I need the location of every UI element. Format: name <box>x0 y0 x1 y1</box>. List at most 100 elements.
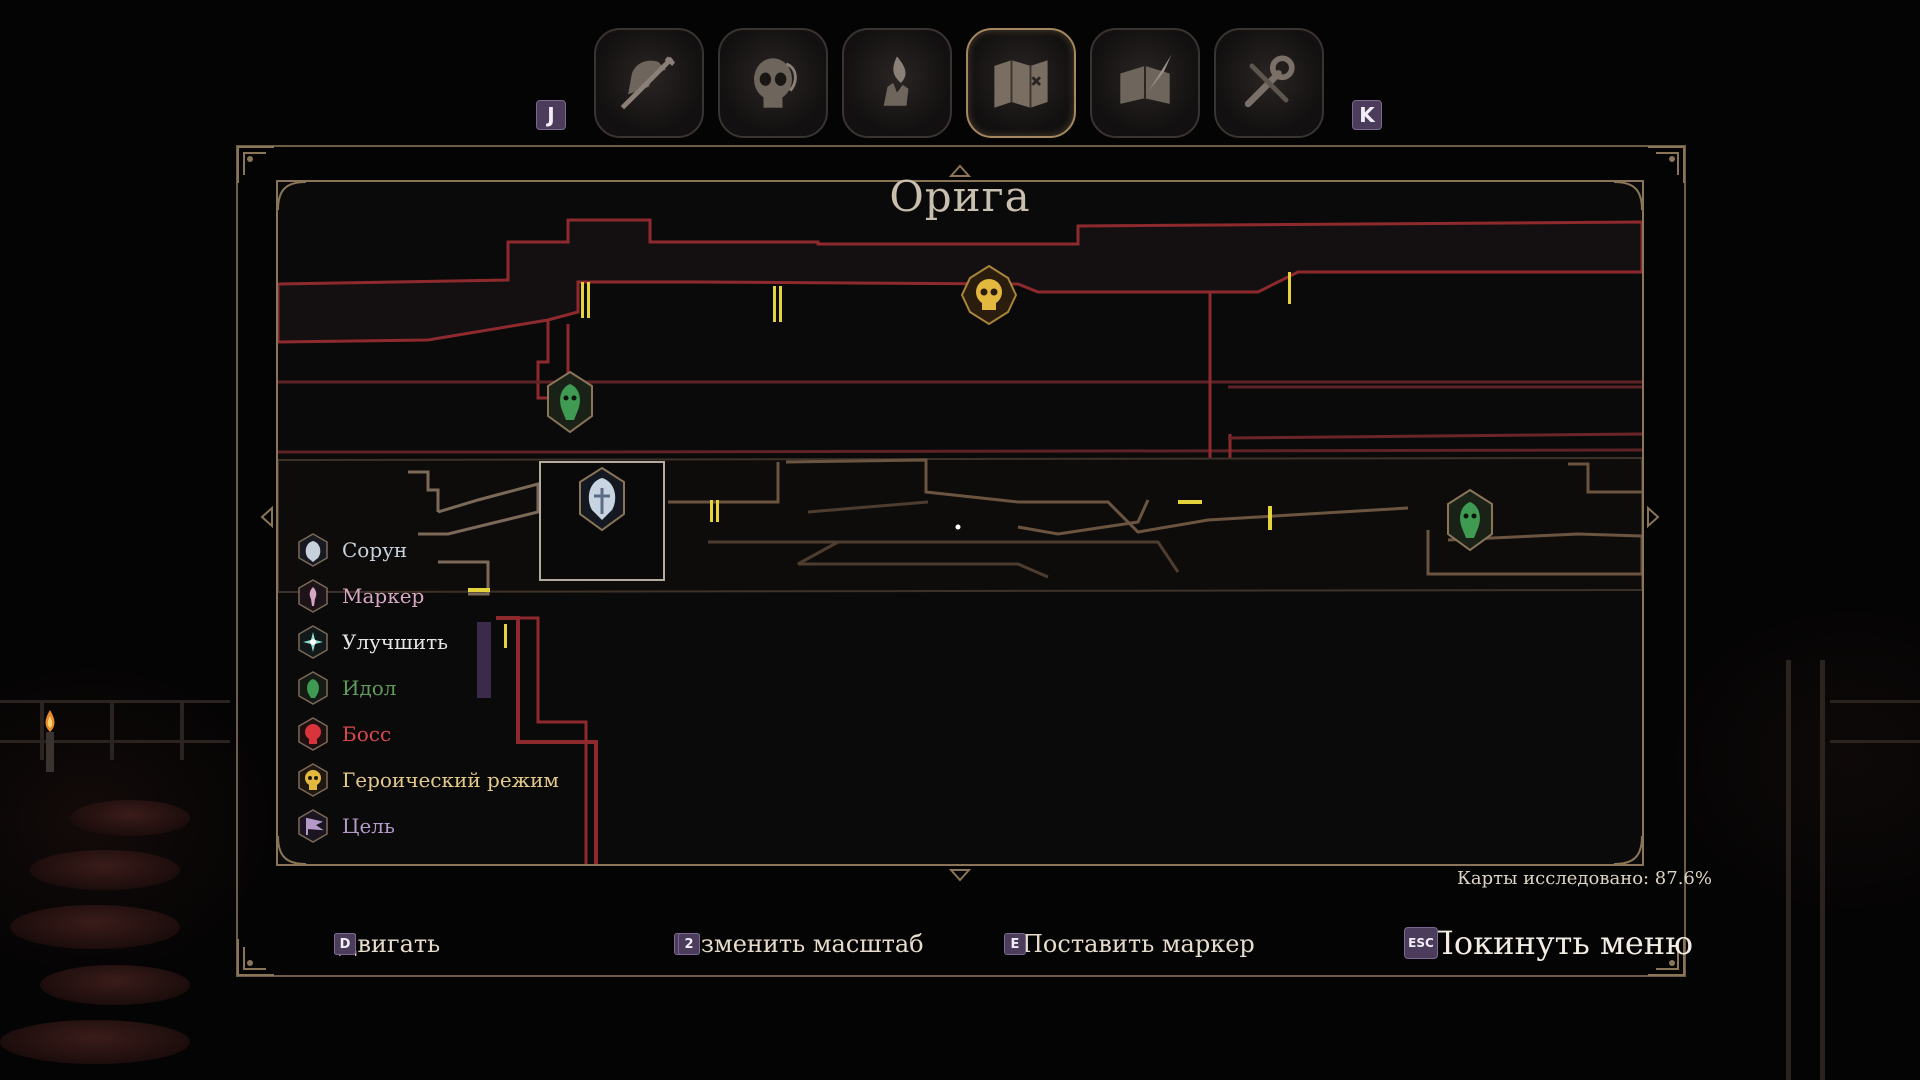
sorun-icon[interactable] <box>572 466 632 532</box>
frame-corner-ornament <box>1613 835 1643 865</box>
torch-icon <box>45 710 55 772</box>
door <box>1268 506 1272 530</box>
helmet-sword-icon <box>620 56 676 110</box>
legend-label: Идол <box>342 676 397 700</box>
map-corridor <box>408 470 540 536</box>
skull-icon <box>754 58 797 108</box>
railing <box>0 700 230 703</box>
exit-hint[interactable]: ESC Покинуть меню <box>1404 924 1693 962</box>
outer-frame <box>236 145 1686 977</box>
legend-item-heroic: Героический режим <box>296 762 559 798</box>
map-corridor <box>496 616 598 864</box>
key-e[interactable]: E <box>1004 933 1026 955</box>
zoom-label: Изменить масштаб <box>680 930 924 958</box>
map-corridor <box>278 448 1642 454</box>
flame-hand-icon <box>883 56 909 106</box>
right-scenery <box>1760 660 1920 1080</box>
frame-corner-ornament <box>1613 181 1643 211</box>
map-corridor <box>1426 462 1642 576</box>
door <box>581 282 584 318</box>
legend-item-idol: Идол <box>296 670 397 706</box>
heroic-skull-icon <box>298 763 328 797</box>
door <box>779 286 782 322</box>
mushroom-cap <box>10 905 180 949</box>
door <box>587 282 590 318</box>
map-corridor <box>518 616 588 864</box>
exit-menu-label[interactable]: Покинуть меню <box>1426 924 1693 962</box>
marker-icon <box>298 579 328 613</box>
door <box>716 500 719 522</box>
next-tab-key[interactable]: K <box>1352 100 1382 130</box>
quill-book-icon <box>1120 54 1172 104</box>
tab-skills[interactable] <box>842 28 952 138</box>
sorun-icon <box>298 533 328 567</box>
tab-bestiary[interactable] <box>718 28 828 138</box>
map-title: Орига <box>889 172 1031 221</box>
railing-post <box>110 700 114 760</box>
legend-label: Героический режим <box>342 768 559 792</box>
legend-label: Сорун <box>342 538 408 562</box>
legend-label: Улучшить <box>342 630 449 654</box>
frame-corner-ornament <box>1648 939 1685 976</box>
mushroom-cap <box>0 1020 190 1064</box>
idol-icon[interactable] <box>1440 488 1500 552</box>
railing-post <box>180 700 184 760</box>
move-hint: W S A D Двигать <box>334 930 440 958</box>
mushroom-cap <box>40 965 190 1005</box>
railing <box>1830 740 1920 743</box>
legend-item-upgrade: Улучшить <box>296 624 448 660</box>
ladder-rail <box>1786 660 1791 1080</box>
door <box>710 500 713 522</box>
door <box>504 624 507 648</box>
tab-bar <box>594 28 1324 140</box>
boss-icon <box>298 717 328 751</box>
door <box>1288 272 1291 304</box>
frame-corner-ornament <box>1648 146 1685 183</box>
tab-equipment[interactable] <box>594 28 704 138</box>
heroic-skull-icon[interactable] <box>958 264 1020 326</box>
door <box>773 286 776 322</box>
map-scroll-icon <box>994 60 1048 108</box>
marker-label: Поставить маркер <box>1022 930 1255 958</box>
railing <box>1830 700 1920 703</box>
player-position <box>955 524 961 530</box>
left-scenery <box>0 680 230 1080</box>
legend-item-boss: Босс <box>296 716 391 752</box>
marker-hint: E Поставить маркер <box>1004 930 1255 958</box>
map-corridor <box>708 500 1180 579</box>
map-corridor <box>1227 432 1642 440</box>
legend-item-goal: Цель <box>296 808 395 844</box>
idol-icon[interactable] <box>540 370 600 434</box>
tab-map[interactable] <box>966 28 1076 138</box>
railing-post <box>40 700 44 760</box>
legend-label: Босс <box>342 722 392 746</box>
door <box>468 588 490 592</box>
frame-corner-ornament <box>277 835 307 865</box>
idol-icon <box>298 671 328 705</box>
key-2[interactable]: 2 <box>678 933 700 955</box>
map-scroll-right-icon[interactable] <box>1638 506 1660 528</box>
key-esc[interactable]: ESC <box>1404 927 1438 959</box>
mushroom-cap <box>30 850 180 890</box>
map-corridor <box>1017 499 1150 536</box>
legend-item-marker: Маркер <box>296 578 424 614</box>
door <box>1178 500 1202 504</box>
frame-corner-ornament <box>237 146 274 183</box>
legend-item-sorun: Сорун <box>296 532 407 568</box>
frame-corner-ornament <box>237 939 274 976</box>
map-corridor <box>278 380 1642 389</box>
ladder-rail <box>1820 660 1825 1080</box>
tab-journal[interactable] <box>1090 28 1200 138</box>
map-scroll-down-icon[interactable] <box>949 860 971 882</box>
key-d[interactable]: D <box>334 933 356 955</box>
map-scroll-up-icon[interactable] <box>949 164 971 186</box>
prev-tab-key[interactable]: J <box>536 100 566 130</box>
map-corridor <box>278 218 1642 344</box>
map-scroll-left-icon[interactable] <box>260 506 282 528</box>
map-view[interactable] <box>276 180 1644 866</box>
railing <box>0 740 230 743</box>
wrench-icon <box>1244 55 1295 108</box>
frame-corner-ornament <box>277 181 307 211</box>
legend-label: Маркер <box>342 584 425 608</box>
tab-settings[interactable] <box>1214 28 1324 138</box>
